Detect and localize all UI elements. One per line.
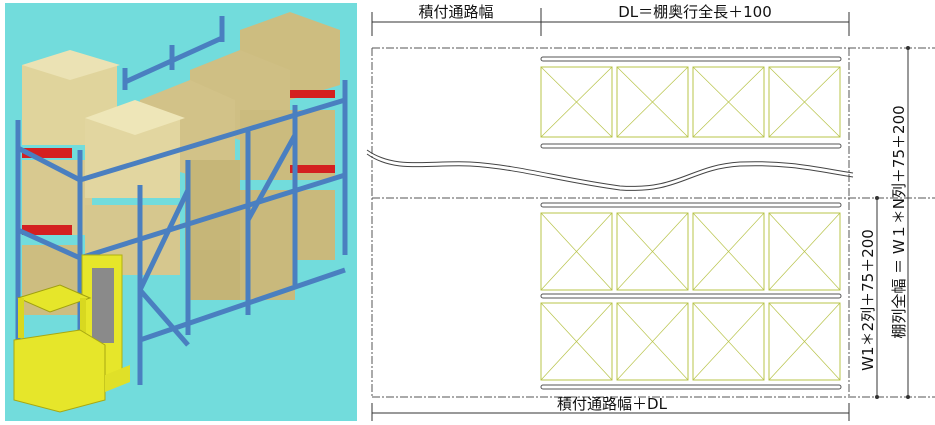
pallet-position (616, 212, 689, 291)
top-dimension (371, 8, 850, 36)
pallet-position (768, 302, 841, 381)
pallet-position (768, 212, 841, 291)
pallet-position (692, 302, 765, 381)
pallet-position (692, 66, 765, 138)
pallet-position (692, 212, 765, 291)
pallet-position (616, 302, 689, 381)
pallet-position (540, 212, 613, 291)
rack-rows (540, 56, 842, 390)
pallet-diagonal (540, 302, 613, 381)
rack-rail (540, 56, 842, 62)
bottom-dimension (371, 403, 850, 421)
pallets (22, 90, 335, 235)
forklift (13, 254, 130, 413)
rack-rail (540, 384, 842, 390)
pallet-position (616, 66, 689, 138)
rack-depth-label: DL＝棚奥行全長＋100 (618, 3, 772, 21)
pallet-diagonal (692, 302, 765, 381)
aisle-width-label: 積付通路幅 (418, 3, 493, 21)
pallet-position (768, 66, 841, 138)
total-length-label: 積付通路幅＋DL (557, 395, 668, 413)
drive-in-rack-illustration (5, 3, 357, 421)
pallet-position (540, 302, 613, 381)
pallet-diagonal (616, 212, 689, 291)
area-boundary (371, 47, 935, 398)
two-row-width-label: W1＊2列＋75＋200 (859, 229, 877, 371)
rack-rail (540, 202, 842, 208)
pallet-diagonal (692, 212, 765, 291)
rack-rail (540, 143, 842, 149)
pallet-diagonal (768, 302, 841, 381)
pallet-diagonal (540, 212, 613, 291)
rack-frame (15, 16, 348, 385)
pallet-diagonal (616, 302, 689, 381)
pallet-diagonal (768, 66, 841, 138)
pallet-diagonal (616, 66, 689, 138)
pallet-diagonal (692, 66, 765, 138)
rack-rail (540, 293, 842, 299)
pallet-position (540, 66, 613, 138)
break-line (366, 149, 854, 191)
total-rack-width-label: 棚列全幅 ＝ W１＊N列＋75＋200 (890, 105, 908, 338)
pallet-diagonal (540, 66, 613, 138)
right-dimensions (875, 46, 910, 399)
pallet-diagonal (768, 212, 841, 291)
